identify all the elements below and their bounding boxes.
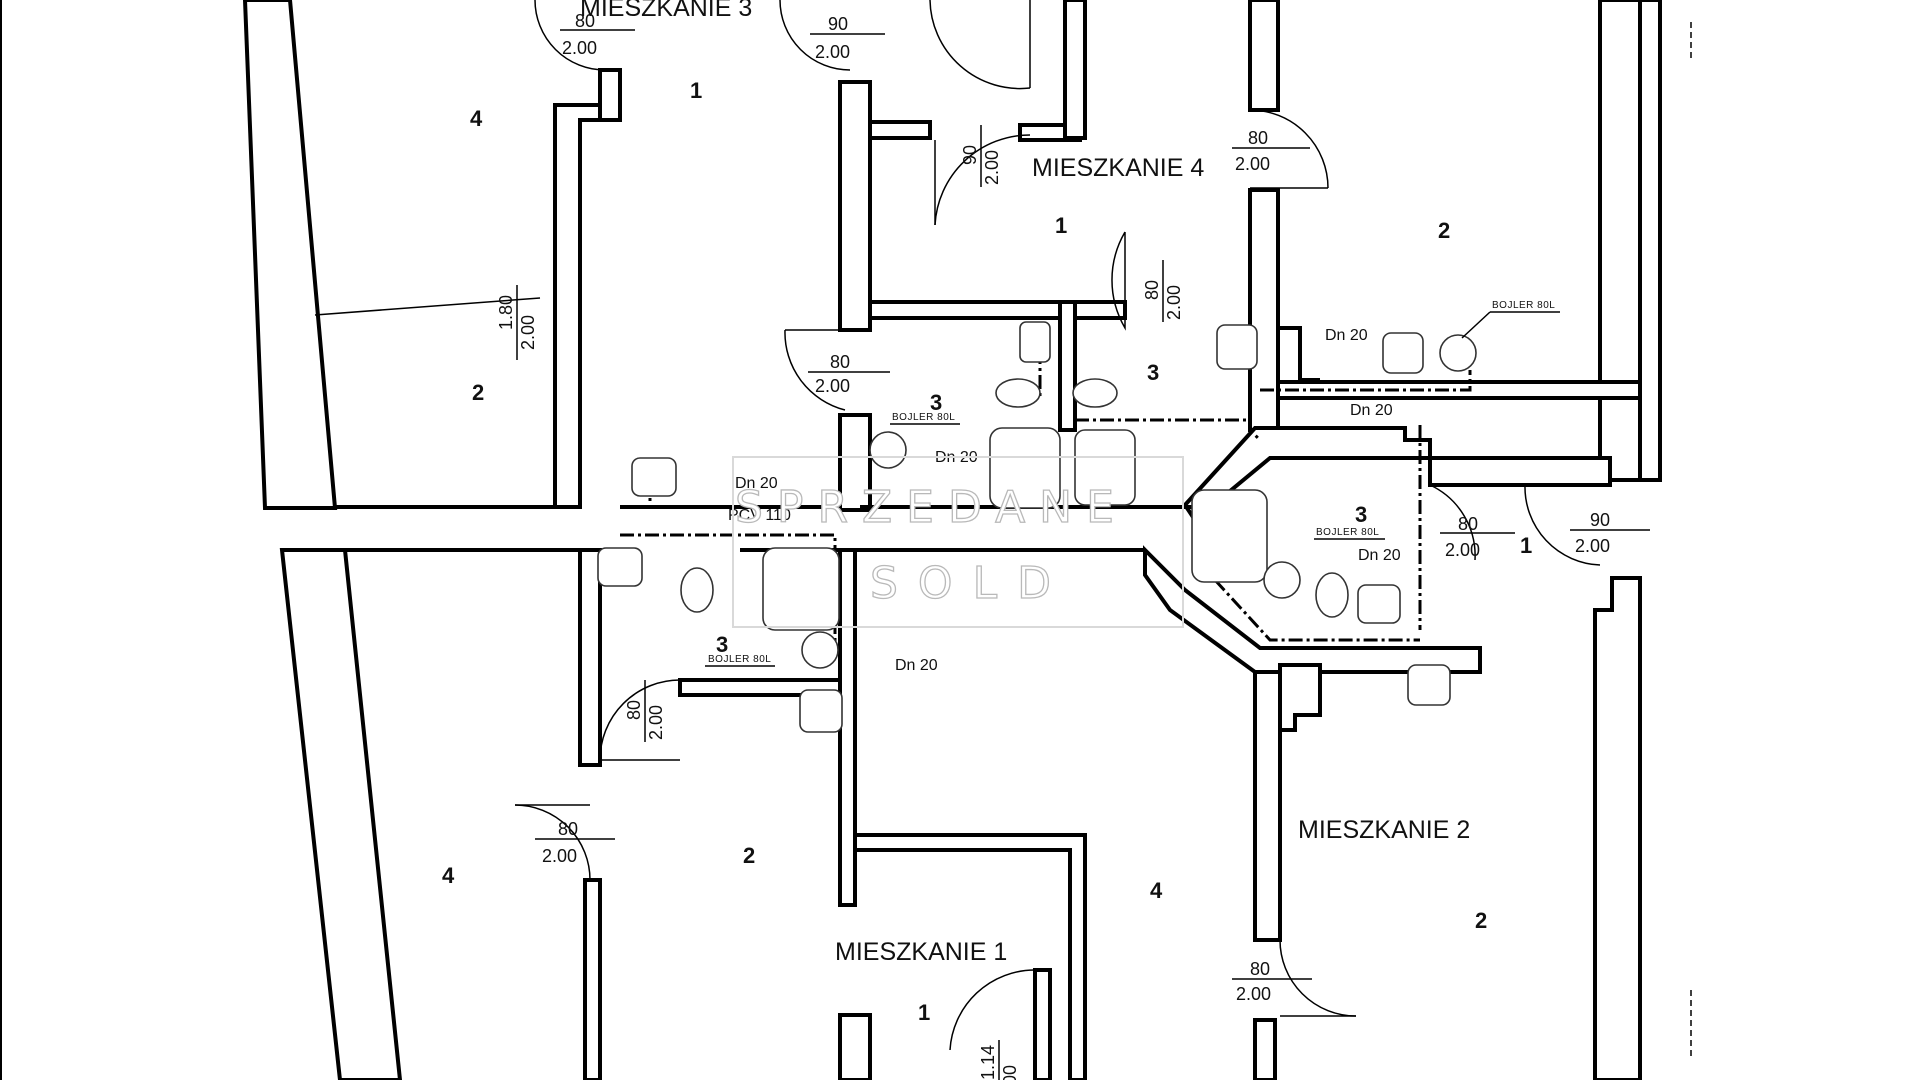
door-height: 2.00 <box>562 38 597 58</box>
toilet-fixture <box>995 378 1041 408</box>
door-width: 80 <box>1250 959 1270 979</box>
door-dimensions: 80 2.00 90 2.00 90 2.00 80 2.00 80 2.00 … <box>496 11 1650 1080</box>
door-height: 2.00 <box>815 42 850 62</box>
boiler-label: BOJLER 80L <box>1492 300 1555 311</box>
door-width: 80 <box>1142 280 1162 300</box>
watermark-frame <box>732 456 1184 628</box>
door-height: 2.00 <box>1236 984 1271 1004</box>
door-height: 2.00 <box>1164 285 1184 320</box>
door-height: 2.00 <box>1575 536 1610 556</box>
room-number: 3 <box>930 390 942 415</box>
wall-right-upper <box>1598 0 1642 482</box>
pipe-labels: Dn 20 Dn 20 Dn 20 Dn 20 Dn 20 Dn 20 PCV … <box>728 327 1401 674</box>
shower-fixture <box>989 427 1061 509</box>
sink-fixture <box>631 457 677 497</box>
wall-m4-left <box>838 80 872 332</box>
boiler-fixture <box>1439 334 1477 372</box>
room-number: 3 <box>1147 360 1159 385</box>
watermark: SPRZEDANE SOLD <box>732 456 1184 628</box>
door-width: 1.14 <box>978 1045 998 1080</box>
door-height: 2.00 <box>646 705 666 740</box>
pipe-label: Dn 20 <box>1325 327 1368 344</box>
room-number: 1 <box>690 78 702 103</box>
wall-left-upper <box>242 0 338 510</box>
wall-m3-inner <box>553 103 602 509</box>
pipe-label: PCV 110 <box>728 507 791 524</box>
room-number: 2 <box>472 380 484 405</box>
pipe-label: Dn 20 <box>1358 547 1401 564</box>
door-width: 80 <box>830 352 850 372</box>
room-number: 2 <box>743 843 755 868</box>
pipe-label: Dn 20 <box>735 475 778 492</box>
door-height: 2.00 <box>1235 154 1270 174</box>
wall-m4-right-top <box>1248 0 1280 112</box>
room-number: 1 <box>918 1000 930 1025</box>
room-number: 4 <box>1150 878 1163 903</box>
door-height: 2.00 <box>542 846 577 866</box>
flat-labels: MIESZKANIE 3 MIESZKANIE 4 MIESZKANIE 2 M… <box>580 0 1470 966</box>
pipe-routes <box>620 325 1472 650</box>
room-number: 4 <box>442 863 455 888</box>
boiler-label: BOJLER 80L <box>1316 527 1379 538</box>
flat-label-m3: MIESZKANIE 3 <box>580 0 752 22</box>
boiler-label: BOJLER 80L <box>892 412 955 423</box>
watermark-text-primary: SPRZEDANE <box>735 482 1128 533</box>
boiler-labels: BOJLER 80L BOJLER 80L BOJLER 80L BOJLER … <box>705 300 1560 667</box>
wall-m1-m2 <box>1253 670 1282 942</box>
door-width: 80 <box>1248 128 1268 148</box>
room-number: 3 <box>1355 502 1367 527</box>
door-width: 80 <box>575 11 595 31</box>
door-width: 90 <box>1590 510 1610 530</box>
door-width: 90 <box>960 145 980 165</box>
watermark-text-secondary: SOLD <box>870 558 1071 609</box>
door-height: 2.00 <box>982 150 1002 185</box>
wall-left-lower <box>279 548 403 1080</box>
fixtures <box>597 321 1477 733</box>
room-number: 2 <box>1438 218 1450 243</box>
door-height: 2.00 <box>518 315 538 350</box>
door-height: 2.00 <box>1445 540 1480 560</box>
wall-m1-left <box>578 548 602 767</box>
room-number: 1 <box>1055 213 1067 238</box>
wall-right-lower <box>1593 576 1642 1080</box>
pipe-label: Dn 20 <box>895 657 938 674</box>
door-width: 80 <box>624 700 644 720</box>
boiler-label: BOJLER 80L <box>708 654 771 665</box>
room-number: 4 <box>470 106 483 131</box>
room-number: 3 <box>716 632 728 657</box>
flat-label-m2: MIESZKANIE 2 <box>1298 816 1470 844</box>
door-width: 1.80 <box>496 295 516 330</box>
room-number: 2 <box>1475 908 1487 933</box>
door-height: 2.00 <box>1000 1065 1020 1080</box>
door-height: 2.00 <box>815 376 850 396</box>
door-width: 90 <box>828 14 848 34</box>
door-width: 80 <box>558 819 578 839</box>
flat-label-m4: MIESZKANIE 4 <box>1032 154 1204 182</box>
room-number: 1 <box>1520 533 1532 558</box>
wall-corridor-diagonal-bottom <box>1143 545 1482 674</box>
door-swings <box>314 0 1601 1060</box>
room-numbers: 4 1 1 2 2 3 3 3 1 3 4 2 4 2 1 <box>442 78 1532 1025</box>
flat-label-m1: MIESZKANIE 1 <box>835 938 1007 966</box>
pipe-label: Dn 20 <box>1350 402 1393 419</box>
door-width: 80 <box>1458 514 1478 534</box>
walls <box>242 0 1662 1080</box>
